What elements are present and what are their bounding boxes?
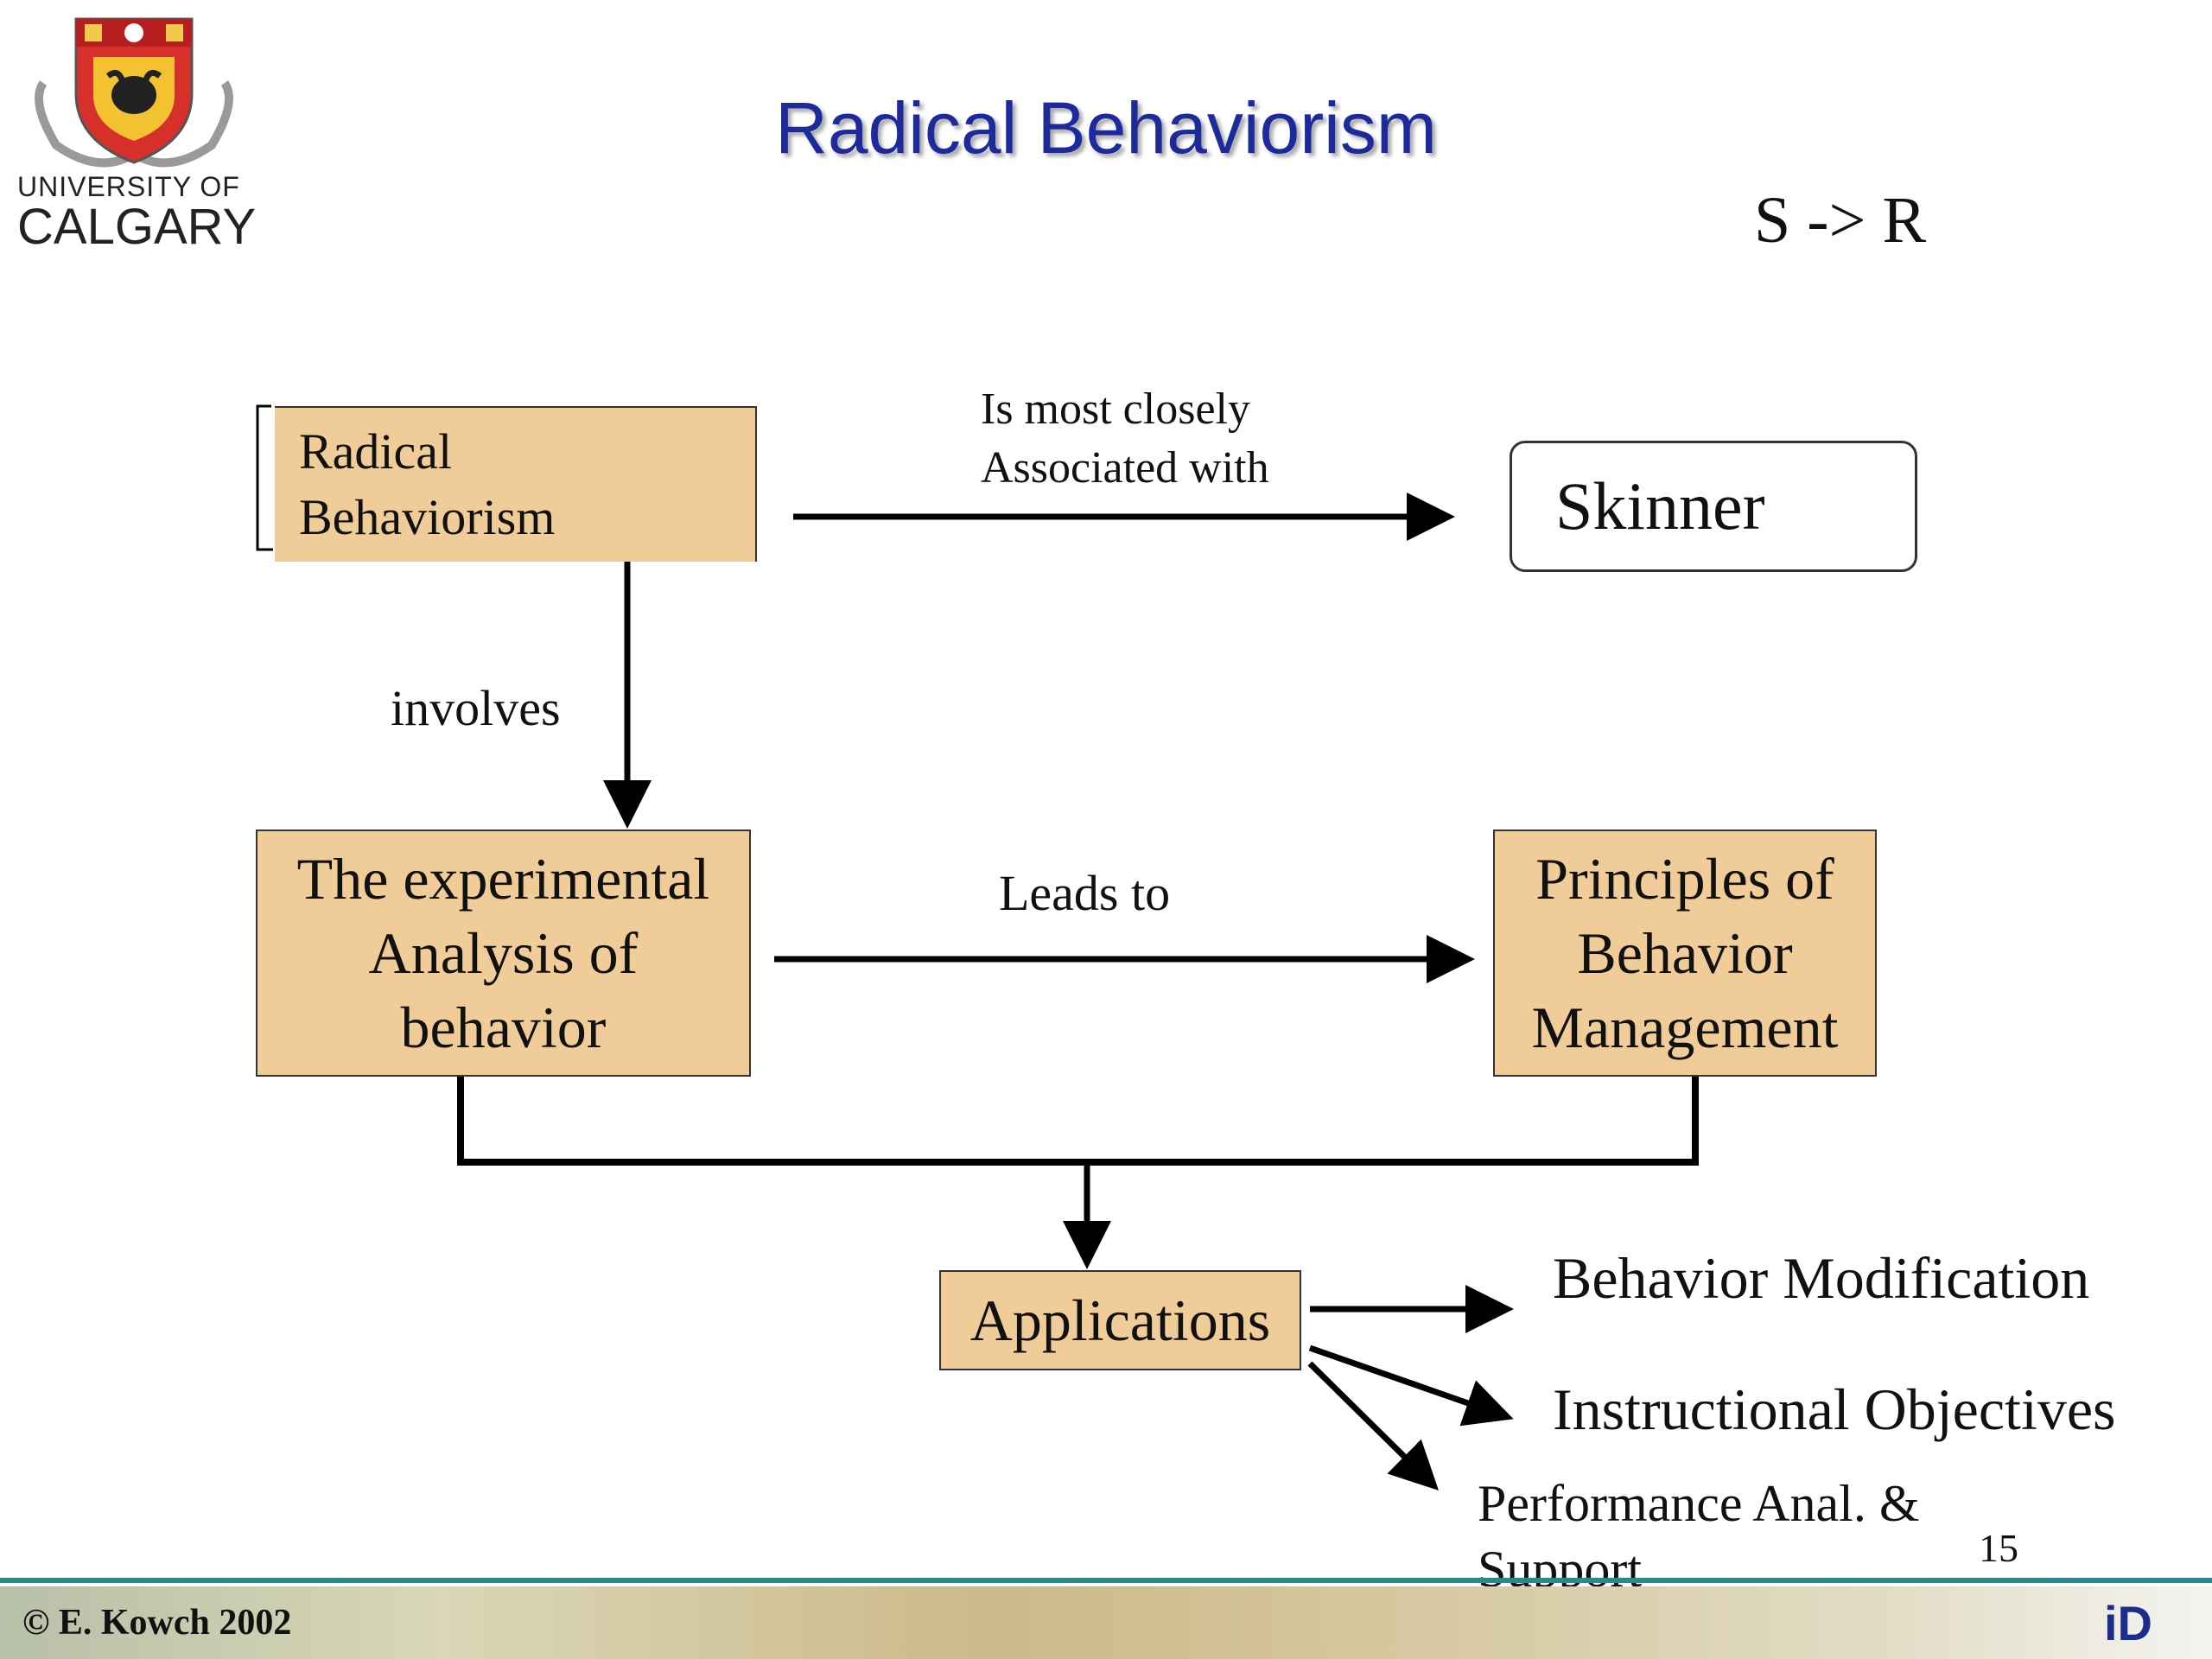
principles-line3: Management bbox=[1531, 995, 1839, 1060]
university-line1: UNIVERSITY OF bbox=[17, 171, 240, 202]
leads-to-label: Leads to bbox=[999, 865, 1171, 921]
behavior-modification-label: Behavior Modification bbox=[1553, 1245, 2090, 1311]
applications-box: Applications bbox=[939, 1270, 1301, 1370]
page-number: 15 bbox=[1979, 1526, 2018, 1570]
associated-line1: Is most closely bbox=[981, 385, 1250, 434]
university-line2: CALGARY bbox=[17, 199, 257, 255]
experimental-line3: behavior bbox=[400, 995, 607, 1060]
principles-line2: Behavior bbox=[1577, 920, 1793, 986]
footer-copyright: © E. Kowch 2002 bbox=[22, 1603, 292, 1643]
university-name: UNIVERSITY OF CALGARY bbox=[17, 171, 256, 252]
radical-behaviorism-box: Radical Behaviorism bbox=[275, 406, 757, 562]
radical-box-bracket bbox=[256, 404, 273, 551]
university-logo: UNIVERSITY OF CALGARY bbox=[17, 16, 256, 252]
instructional-objectives-label: Instructional Objectives bbox=[1553, 1376, 2116, 1442]
experimental-analysis-box: The experimental Analysis of behavior bbox=[256, 830, 751, 1077]
stimulus-response-formula: S -> R bbox=[1754, 184, 1927, 257]
arrow-to-objectives bbox=[1308, 1344, 1514, 1427]
arrow-to-performance bbox=[1307, 1361, 1439, 1491]
associated-line2: Associated with bbox=[981, 443, 1269, 493]
footer-brand-logo: iD bbox=[2104, 1596, 2152, 1650]
footer-rule bbox=[0, 1578, 2212, 1583]
skinner-label: Skinner bbox=[1555, 468, 1765, 543]
radical-line1: Radical bbox=[299, 423, 453, 480]
applications-label: Applications bbox=[969, 1287, 1271, 1353]
radical-line2: Behaviorism bbox=[299, 489, 556, 545]
principles-line1: Principles of bbox=[1535, 846, 1834, 912]
slide-title-text: Radical Behaviorism bbox=[775, 87, 1437, 168]
university-crest-icon bbox=[35, 17, 233, 168]
slide-title: Radical Behaviorism bbox=[0, 86, 2212, 170]
merge-connector bbox=[457, 1071, 1699, 1166]
associated-label: Is most closely Associated with bbox=[981, 380, 1269, 498]
skinner-box: Skinner bbox=[1510, 441, 1917, 572]
performance-line1: Performance Anal. & bbox=[1478, 1475, 1920, 1532]
principles-box: Principles of Behavior Management bbox=[1493, 830, 1877, 1077]
experimental-line1: The experimental bbox=[296, 846, 710, 912]
footer-banner bbox=[0, 1586, 2212, 1659]
experimental-line2: Analysis of bbox=[368, 920, 639, 986]
involves-label: involves bbox=[391, 680, 561, 736]
